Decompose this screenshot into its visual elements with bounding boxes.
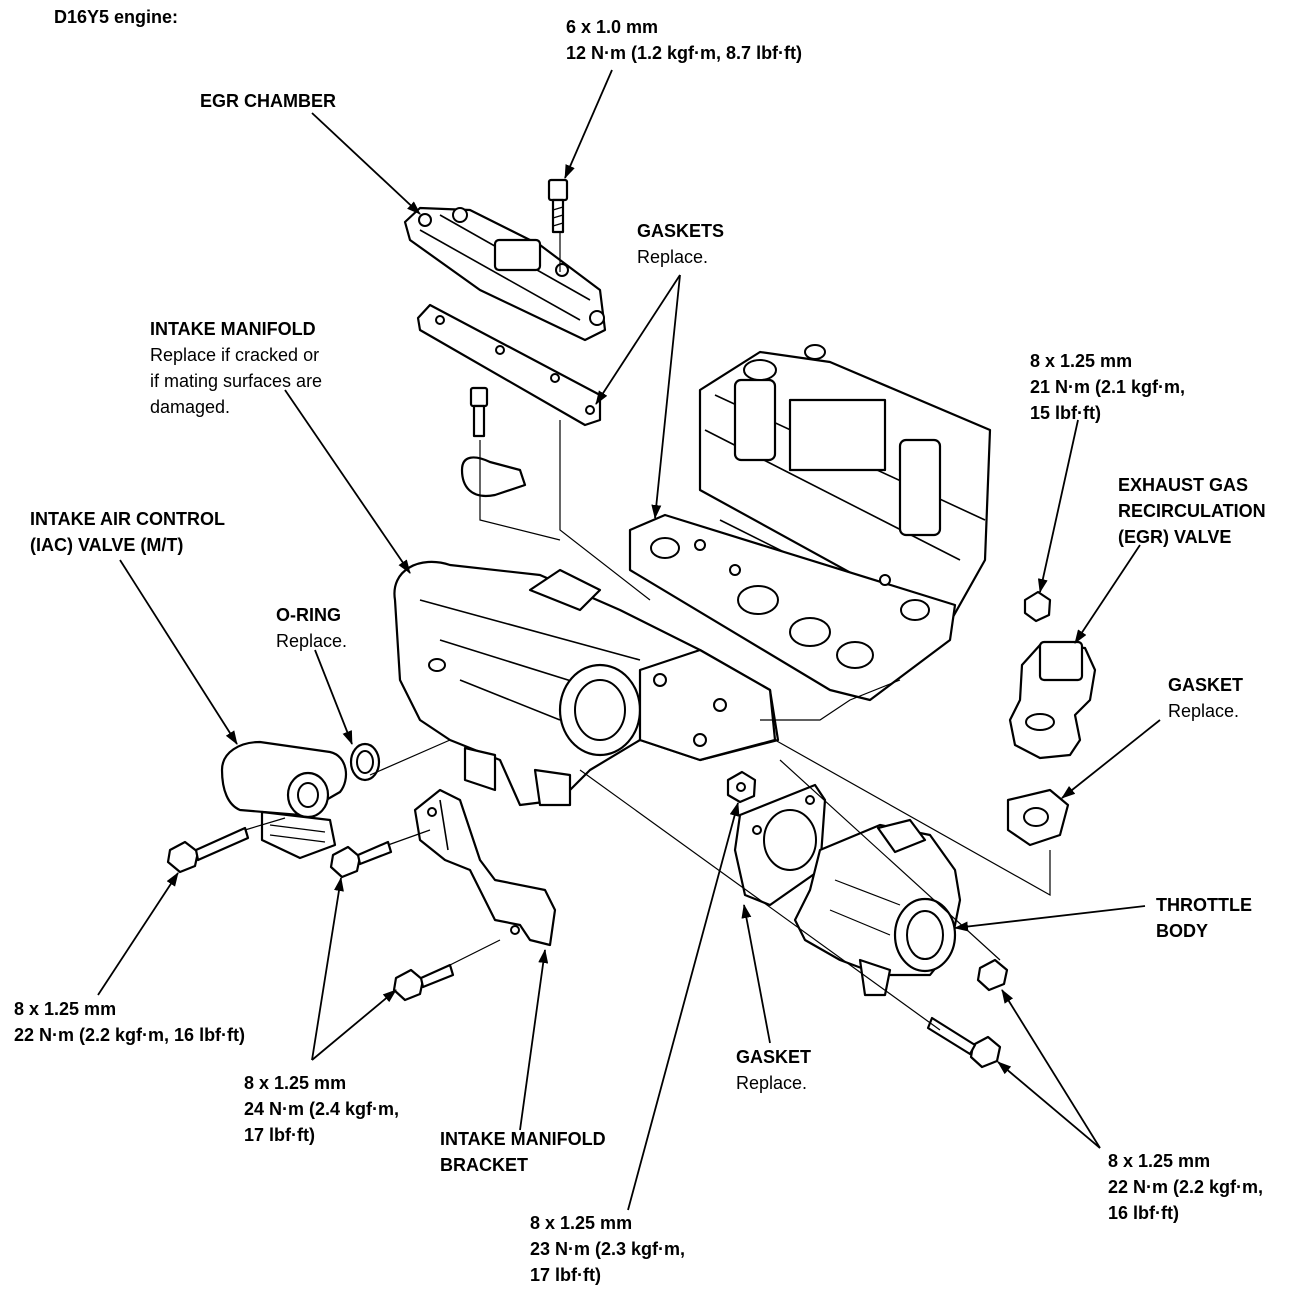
tb-bolt-line-2: 22 N·m (2.2 kgf·m, [1108, 1177, 1264, 1197]
intake-manifold-title: INTAKE MANIFOLD [150, 319, 316, 339]
intake-manifold-bracket [413, 788, 557, 947]
egr-valve-label: EXHAUST GAS RECIRCULATION (EGR) VALVE [1118, 472, 1266, 550]
egr-valve-bolt-label: 8 x 1.25 mm 21 N·m (2.1 kgf·m, 15 lbf·ft… [1030, 348, 1185, 426]
manifold-gasket [628, 513, 957, 702]
iac-valve [220, 740, 348, 860]
tb-bolt-label: 8 x 1.25 mm 22 N·m (2.2 kgf·m, 16 lbf·ft… [1108, 1148, 1263, 1226]
intake-manifold-note-1: Replace if cracked or [150, 345, 320, 365]
gaskets-label: GASKETS Replace. [637, 218, 724, 270]
egr-valve-line-3: (EGR) VALVE [1118, 527, 1232, 547]
iac-valve-line-1: INTAKE AIR CONTROL [30, 509, 225, 529]
gaskets-title: GASKETS [637, 221, 725, 241]
top-bolt-torque: 12 N·m (1.2 kgf·m, 8.7 lbf·ft) [566, 43, 803, 63]
bracket-label: INTAKE MANIFOLD BRACKET [440, 1126, 606, 1178]
throttle-body-bolt-lower [926, 1016, 1002, 1069]
manifold-nut [726, 770, 757, 804]
egr-gasket-label: GASKET Replace. [1168, 672, 1243, 724]
throttle-body-gasket [733, 783, 827, 907]
nut-bolt-line-2: 23 N·m (2.3 kgf·m, [530, 1239, 686, 1259]
bracket-bolt-upper [329, 840, 393, 879]
o-ring-note: Replace. [276, 631, 348, 651]
engine-title: D16Y5 engine: [54, 4, 178, 30]
tb-bolt-line-3: 16 lbf·ft) [1108, 1203, 1179, 1223]
o-ring-title: O-RING [276, 605, 341, 625]
nut-bolt-label: 8 x 1.25 mm 23 N·m (2.3 kgf·m, 17 lbf·ft… [530, 1210, 685, 1288]
bracket-line-1: INTAKE MANIFOLD [440, 1129, 606, 1149]
iac-bolt-line-1: 8 x 1.25 mm [14, 999, 117, 1019]
intake-manifold-note-2: if mating surfaces are [150, 371, 323, 391]
top-bolt-size: 6 x 1.0 mm [566, 17, 659, 37]
throttle-body-bolt-upper [976, 958, 1009, 992]
egr-valve-gasket [1006, 788, 1070, 847]
tb-bolt-line-1: 8 x 1.25 mm [1108, 1151, 1211, 1171]
engine-title-text: D16Y5 engine: [54, 7, 179, 27]
bracket-bolt-line-3: 17 lbf·ft) [244, 1125, 315, 1145]
egr-valve-line-2: RECIRCULATION [1118, 501, 1266, 521]
iac-bolt-line-2: 22 N·m (2.2 kgf·m, 16 lbf·ft) [14, 1025, 246, 1045]
egr-valve [1008, 590, 1097, 760]
cylinder-head [698, 344, 992, 642]
gaskets-note: Replace. [637, 247, 709, 267]
intake-manifold-label: INTAKE MANIFOLD Replace if cracked or if… [150, 316, 322, 420]
intake-manifold [393, 560, 780, 807]
tb-gasket-title: GASKET [736, 1047, 812, 1067]
throttle-body-line-1: THROTTLE [1156, 895, 1252, 915]
throttle-body [793, 818, 962, 997]
egr-valve-bolt-line-2: 21 N·m (2.1 kgf·m, [1030, 377, 1186, 397]
top-bolt-label: 6 x 1.0 mm 12 N·m (1.2 kgf·m, 8.7 lbf·ft… [566, 14, 802, 66]
nut-bolt-line-1: 8 x 1.25 mm [530, 1213, 633, 1233]
pipe-clamp [460, 386, 527, 498]
egr-valve-line-1: EXHAUST GAS [1118, 475, 1249, 495]
egr-chamber-title: EGR CHAMBER [200, 91, 337, 111]
o-ring [349, 742, 381, 782]
egr-chamber-gasket [416, 303, 602, 427]
bracket-bolt-line-2: 24 N·m (2.4 kgf·m, [244, 1099, 400, 1119]
bracket-bolt-line-1: 8 x 1.25 mm [244, 1073, 347, 1093]
iac-valve-line-2: (IAC) VALVE (M/T) [30, 535, 184, 555]
throttle-body-label: THROTTLE BODY [1156, 892, 1252, 944]
egr-chamber [403, 206, 607, 342]
egr-chamber-bolt [547, 178, 569, 234]
bracket-bolt-lower [392, 963, 455, 1002]
iac-bolt-label: 8 x 1.25 mm 22 N·m (2.2 kgf·m, 16 lbf·ft… [14, 996, 245, 1048]
leader-lines [97, 69, 1161, 1211]
egr-chamber-label: EGR CHAMBER [200, 88, 336, 114]
tb-gasket-label: GASKET Replace. [736, 1044, 811, 1096]
bracket-bolt-label: 8 x 1.25 mm 24 N·m (2.4 kgf·m, 17 lbf·ft… [244, 1070, 399, 1148]
nut-bolt-line-3: 17 lbf·ft) [530, 1265, 601, 1285]
bracket-line-2: BRACKET [440, 1155, 528, 1175]
iac-bolt [166, 826, 250, 874]
egr-valve-bolt-line-3: 15 lbf·ft) [1030, 403, 1101, 423]
iac-valve-label: INTAKE AIR CONTROL (IAC) VALVE (M/T) [30, 506, 225, 558]
tb-gasket-note: Replace. [736, 1073, 808, 1093]
egr-valve-bolt-line-1: 8 x 1.25 mm [1030, 351, 1133, 371]
intake-manifold-note-3: damaged. [150, 397, 231, 417]
egr-gasket-title: GASKET [1168, 675, 1244, 695]
egr-gasket-note: Replace. [1168, 701, 1240, 721]
throttle-body-line-2: BODY [1156, 921, 1209, 941]
o-ring-label: O-RING Replace. [276, 602, 347, 654]
